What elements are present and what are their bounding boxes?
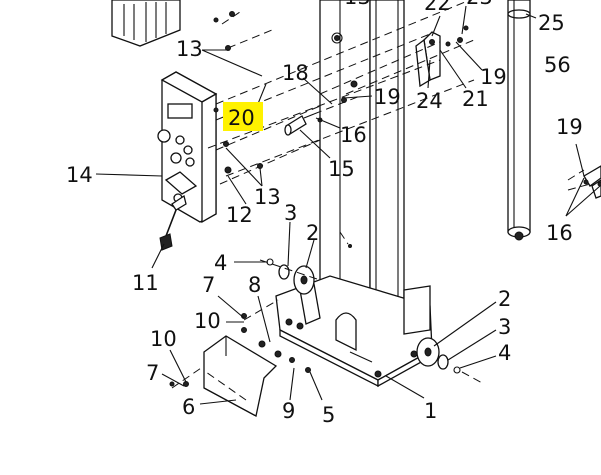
callout-14: 14 (66, 163, 93, 187)
callout-6: 6 (182, 395, 195, 419)
callout-16-center: 16 (340, 123, 367, 147)
callout-2-left: 2 (306, 221, 319, 245)
callout-19-center: 19 (374, 85, 401, 109)
callout-8: 8 (248, 273, 261, 297)
motor-housing (111, 0, 181, 47)
callout-7-lower: 7 (146, 361, 159, 385)
callout-labels: 1 2 2 3 3 4 4 5 6 7 7 8 9 10 10 11 12 13… (66, 0, 583, 427)
callout-19-right: 19 (556, 115, 583, 139)
callout-3-left: 3 (284, 201, 297, 225)
callout-3-right: 3 (498, 315, 511, 339)
callout-21: 21 (462, 87, 489, 111)
assembly-lines (171, 0, 591, 401)
callout-11: 11 (132, 271, 159, 295)
callout-12: 12 (226, 203, 253, 227)
callout-56: 56 (544, 53, 571, 77)
callout-10-lower: 10 (150, 327, 177, 351)
valve-cylinder (284, 113, 315, 136)
leader-lines (95, 5, 601, 405)
hydraulic-cylinder (507, 0, 531, 241)
cover-plate (203, 335, 311, 417)
callout-5: 5 (322, 403, 335, 427)
callout-18: 18 (282, 61, 309, 85)
callout-19-top-right: 19 (480, 65, 507, 89)
callout-9: 9 (282, 399, 295, 423)
callout-13-bottom: 13 (254, 185, 281, 209)
callout-7-upper: 7 (202, 273, 215, 297)
callout-22: 22 (424, 0, 451, 15)
callout-20-highlight (223, 102, 263, 131)
callout-4-right: 4 (498, 341, 511, 365)
mount-bracket (415, 31, 441, 88)
callout-1: 1 (424, 399, 437, 423)
cord-fitting (159, 194, 187, 251)
callout-24: 24 (416, 89, 443, 113)
callout-15: 15 (328, 157, 355, 181)
wheel-right (416, 337, 461, 374)
callout-10-upper: 10 (194, 309, 221, 333)
callout-20: 20 (228, 106, 255, 130)
callout-16-right: 16 (546, 221, 573, 245)
callout-13-top: 13 (176, 37, 203, 61)
callout-4-left: 4 (214, 251, 227, 275)
callout-23: 23 (466, 0, 493, 9)
control-box (157, 71, 218, 224)
callout-partial-top: 13 (344, 0, 371, 9)
callout-2-right: 2 (498, 287, 511, 311)
callout-25: 25 (538, 11, 565, 35)
central-mast (319, 0, 405, 339)
